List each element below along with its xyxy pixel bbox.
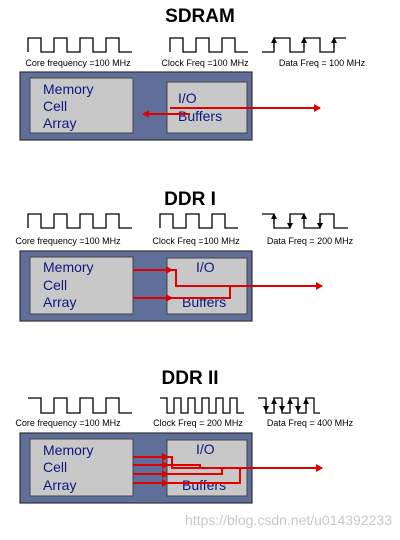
data-waveform [258,397,320,414]
section-title: SDRAM [165,6,235,27]
clock-frequency-label: Clock Freq =100 MHz [161,58,249,68]
section-sdram: SDRAM Core frequency =100 MHz Clock Freq… [19,6,366,141]
core-clock-waveform [28,397,132,414]
data-bus-label: Data Bus [256,88,314,104]
section-title: DDR II [162,368,219,389]
core-frequency-label: Core frequency =100 MHz [15,236,121,246]
clock-waveform [160,397,244,414]
data-waveform [262,213,348,229]
memory-label-line3: Array [43,115,76,131]
data-path [142,104,321,118]
io-label-line1: I/O [196,259,215,275]
io-label-line2: Buffers [182,294,226,310]
memory-label-line1: Memory [43,259,94,275]
data-frequency-label: Data Freq = 400 MHz [267,418,354,428]
io-label-line2: Buffers [178,108,222,124]
data-frequency-label: Data Freq = 100 MHz [279,58,366,68]
memory-label-line2: Cell [43,277,67,293]
section-ddr1: DDR I Core frequency =100 MHz Clock Freq… [15,189,354,322]
data-strobe-arrows [263,398,309,412]
memory-cell-array-block [29,438,134,497]
io-label-line1: I/O [178,90,197,106]
data-bus-label: Data Bus [256,266,314,282]
data-strobe-arrows [271,37,337,48]
data-frequency-label: Data Freq = 200 MHz [267,236,354,246]
watermark-text: https://blog.csdn.net/u014392233 [185,512,392,528]
clock-frequency-label: Clock Freq = 200 MHz [153,418,243,428]
memory-label-line1: Memory [43,442,94,458]
memory-cell-array-block [29,256,134,315]
memory-cell-array-block [29,77,134,134]
memory-label-line1: Memory [43,81,94,97]
core-frequency-label: Core frequency =100 MHz [25,58,131,68]
memory-label-line2: Cell [43,98,67,114]
clock-frequency-label: Clock Freq =100 MHz [152,236,240,246]
memory-label-line3: Array [43,477,76,493]
memory-label-line2: Cell [43,459,67,475]
core-clock-waveform [27,37,132,53]
data-path [133,453,323,487]
section-ddr2: DDR II Core frequency =100 MHz Clock Fre… [15,368,354,504]
core-frequency-label: Core frequency =100 MHz [15,418,121,428]
io-label-line2: Buffers [182,477,226,493]
data-path [133,266,323,302]
clock-waveform [169,37,248,53]
section-title: DDR I [164,189,216,210]
memory-label-line3: Array [43,294,76,310]
data-bus-label: Data Bus [256,449,314,465]
core-clock-waveform [27,213,132,229]
data-strobe-arrows [271,213,323,229]
io-label-line1: I/O [196,441,215,457]
clock-waveform [159,213,238,229]
